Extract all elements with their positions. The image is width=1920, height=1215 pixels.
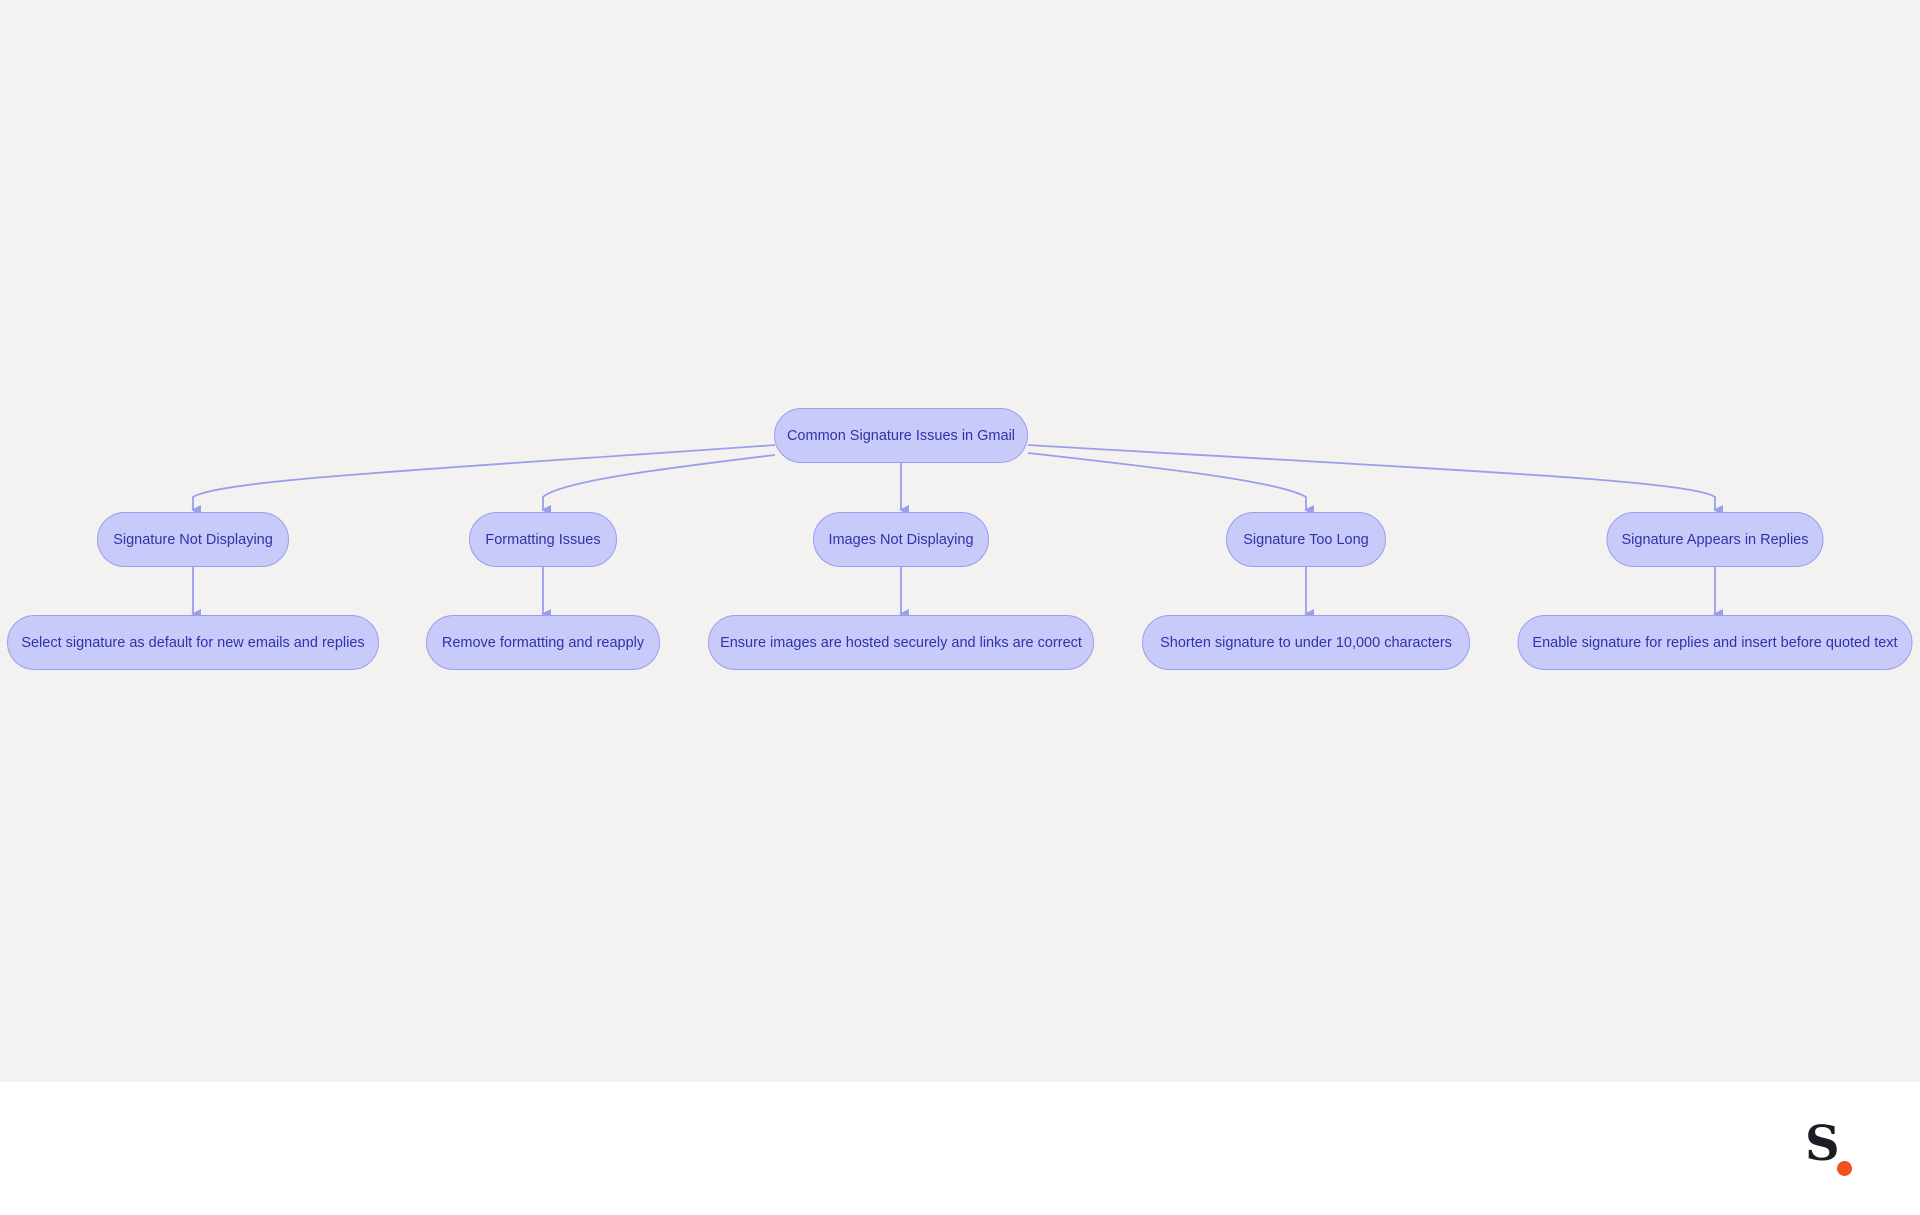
issue-node-label: Signature Too Long — [1243, 531, 1369, 548]
edge-root-issue-5 — [1027, 444, 1723, 515]
solution-node-select-default: Select signature as default for new emai… — [7, 615, 379, 670]
issue-node-label: Formatting Issues — [485, 531, 601, 548]
issue-node-images-not-displaying: Images Not Displaying — [813, 512, 989, 567]
edge-root-issue-2 — [541, 454, 776, 515]
root-node-label: Common Signature Issues in Gmail — [786, 427, 1016, 444]
issue-node-label: Signature Not Displaying — [113, 531, 273, 548]
issue-node-label: Images Not Displaying — [828, 531, 974, 548]
solution-node-host-images: Ensure images are hosted securely and li… — [708, 615, 1094, 670]
brand-logo: S — [1805, 1120, 1865, 1178]
edges-layer — [191, 444, 1723, 619]
solution-node-label: Enable signature for replies and insert … — [1532, 634, 1898, 651]
solution-node-shorten-signature: Shorten signature to under 10,000 charac… — [1142, 615, 1470, 670]
issue-node-signature-appears-in-replies: Signature Appears in Replies — [1606, 512, 1824, 567]
solution-node-remove-formatting: Remove formatting and reapply — [426, 615, 660, 670]
issue-node-signature-not-displaying: Signature Not Displaying — [97, 512, 289, 567]
solution-node-label: Ensure images are hosted securely and li… — [720, 634, 1082, 651]
issue-node-formatting-issues: Formatting Issues — [469, 512, 617, 567]
root-node: Common Signature Issues in Gmail — [774, 408, 1028, 463]
brand-logo-dot — [1837, 1161, 1852, 1176]
edge-root-issue-4 — [1027, 452, 1314, 515]
edge-root-issue-1 — [191, 444, 776, 515]
footer — [0, 1082, 1920, 1215]
solution-node-label: Select signature as default for new emai… — [21, 634, 365, 651]
diagram-canvas: Common Signature Issues in Gmail Signatu… — [0, 0, 1920, 1082]
issue-node-label: Signature Appears in Replies — [1621, 531, 1809, 548]
solution-node-label: Shorten signature to under 10,000 charac… — [1160, 634, 1452, 651]
issue-node-signature-too-long: Signature Too Long — [1226, 512, 1386, 567]
solution-node-label: Remove formatting and reapply — [441, 634, 645, 651]
brand-logo-letter: S — [1805, 1116, 1840, 1172]
solution-node-enable-replies: Enable signature for replies and insert … — [1517, 615, 1913, 670]
